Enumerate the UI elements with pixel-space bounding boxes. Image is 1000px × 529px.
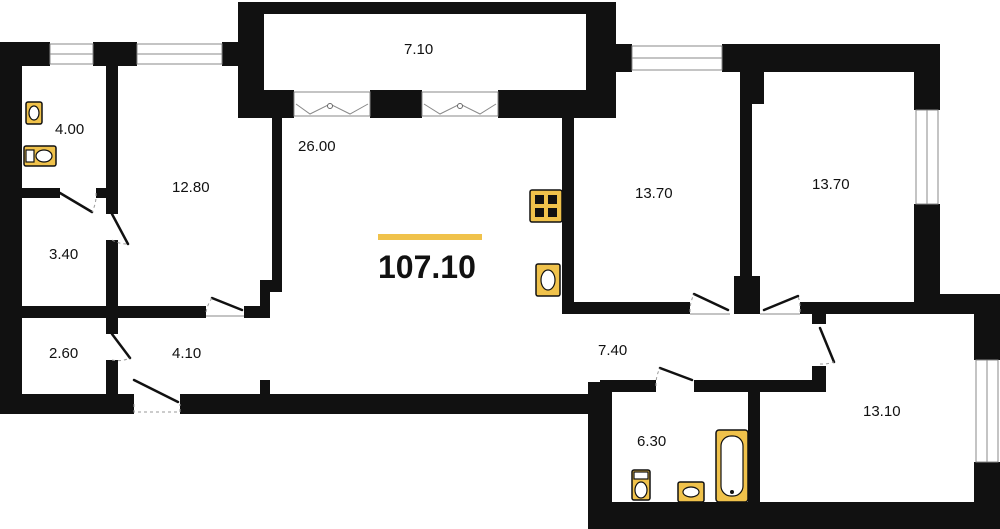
bathtub-icon (715, 429, 749, 503)
total-area: 107.10 (378, 249, 476, 285)
door-icon[interactable] (655, 366, 694, 387)
room-labels: 7.10 26.00 4.00 12.80 3.40 2.60 4.10 13.… (49, 41, 901, 450)
window-icon (49, 43, 94, 65)
room-area-bedroom-left: 12.80 (172, 179, 210, 196)
doors (58, 191, 836, 413)
toilet-icon (23, 145, 57, 167)
stove-icon (529, 189, 563, 223)
door-icon[interactable] (58, 191, 97, 214)
window-icon (915, 109, 939, 205)
fixtures (23, 101, 749, 503)
door-icon[interactable] (110, 212, 130, 246)
sink-icon (25, 101, 43, 125)
room-area-living-room: 26.00 (298, 138, 336, 155)
door-icon[interactable] (689, 292, 730, 315)
room-area-storage-a: 3.40 (49, 246, 78, 263)
window-icon (975, 359, 999, 463)
room-area-balcony: 7.10 (404, 41, 433, 58)
window-icon (136, 43, 223, 65)
room-area-corridor: 7.40 (598, 342, 627, 359)
sink-icon (535, 263, 561, 297)
room-area-bedroom-corner: 13.10 (863, 403, 901, 420)
door-icon[interactable] (205, 296, 244, 317)
sink-icon (677, 481, 705, 503)
toilet-icon (631, 469, 651, 501)
room-area-hallway-small: 4.10 (172, 345, 201, 362)
room-area-bedroom-center: 13.70 (635, 185, 673, 202)
door-icon[interactable] (110, 332, 132, 362)
window-icon (631, 45, 723, 71)
windows (49, 43, 999, 463)
room-area-bathroom: 6.30 (637, 433, 666, 450)
room-area-wc: 4.00 (55, 121, 84, 138)
door-icon[interactable] (293, 91, 371, 117)
door-icon[interactable] (818, 326, 836, 365)
room-area-storage-b: 2.60 (49, 345, 78, 362)
total-accent-bar (378, 234, 482, 240)
room-area-bedroom-right: 13.70 (812, 176, 850, 193)
door-icon[interactable] (132, 378, 181, 413)
balcony-doors (293, 91, 499, 117)
door-icon[interactable] (760, 294, 801, 315)
door-icon[interactable] (421, 91, 499, 117)
